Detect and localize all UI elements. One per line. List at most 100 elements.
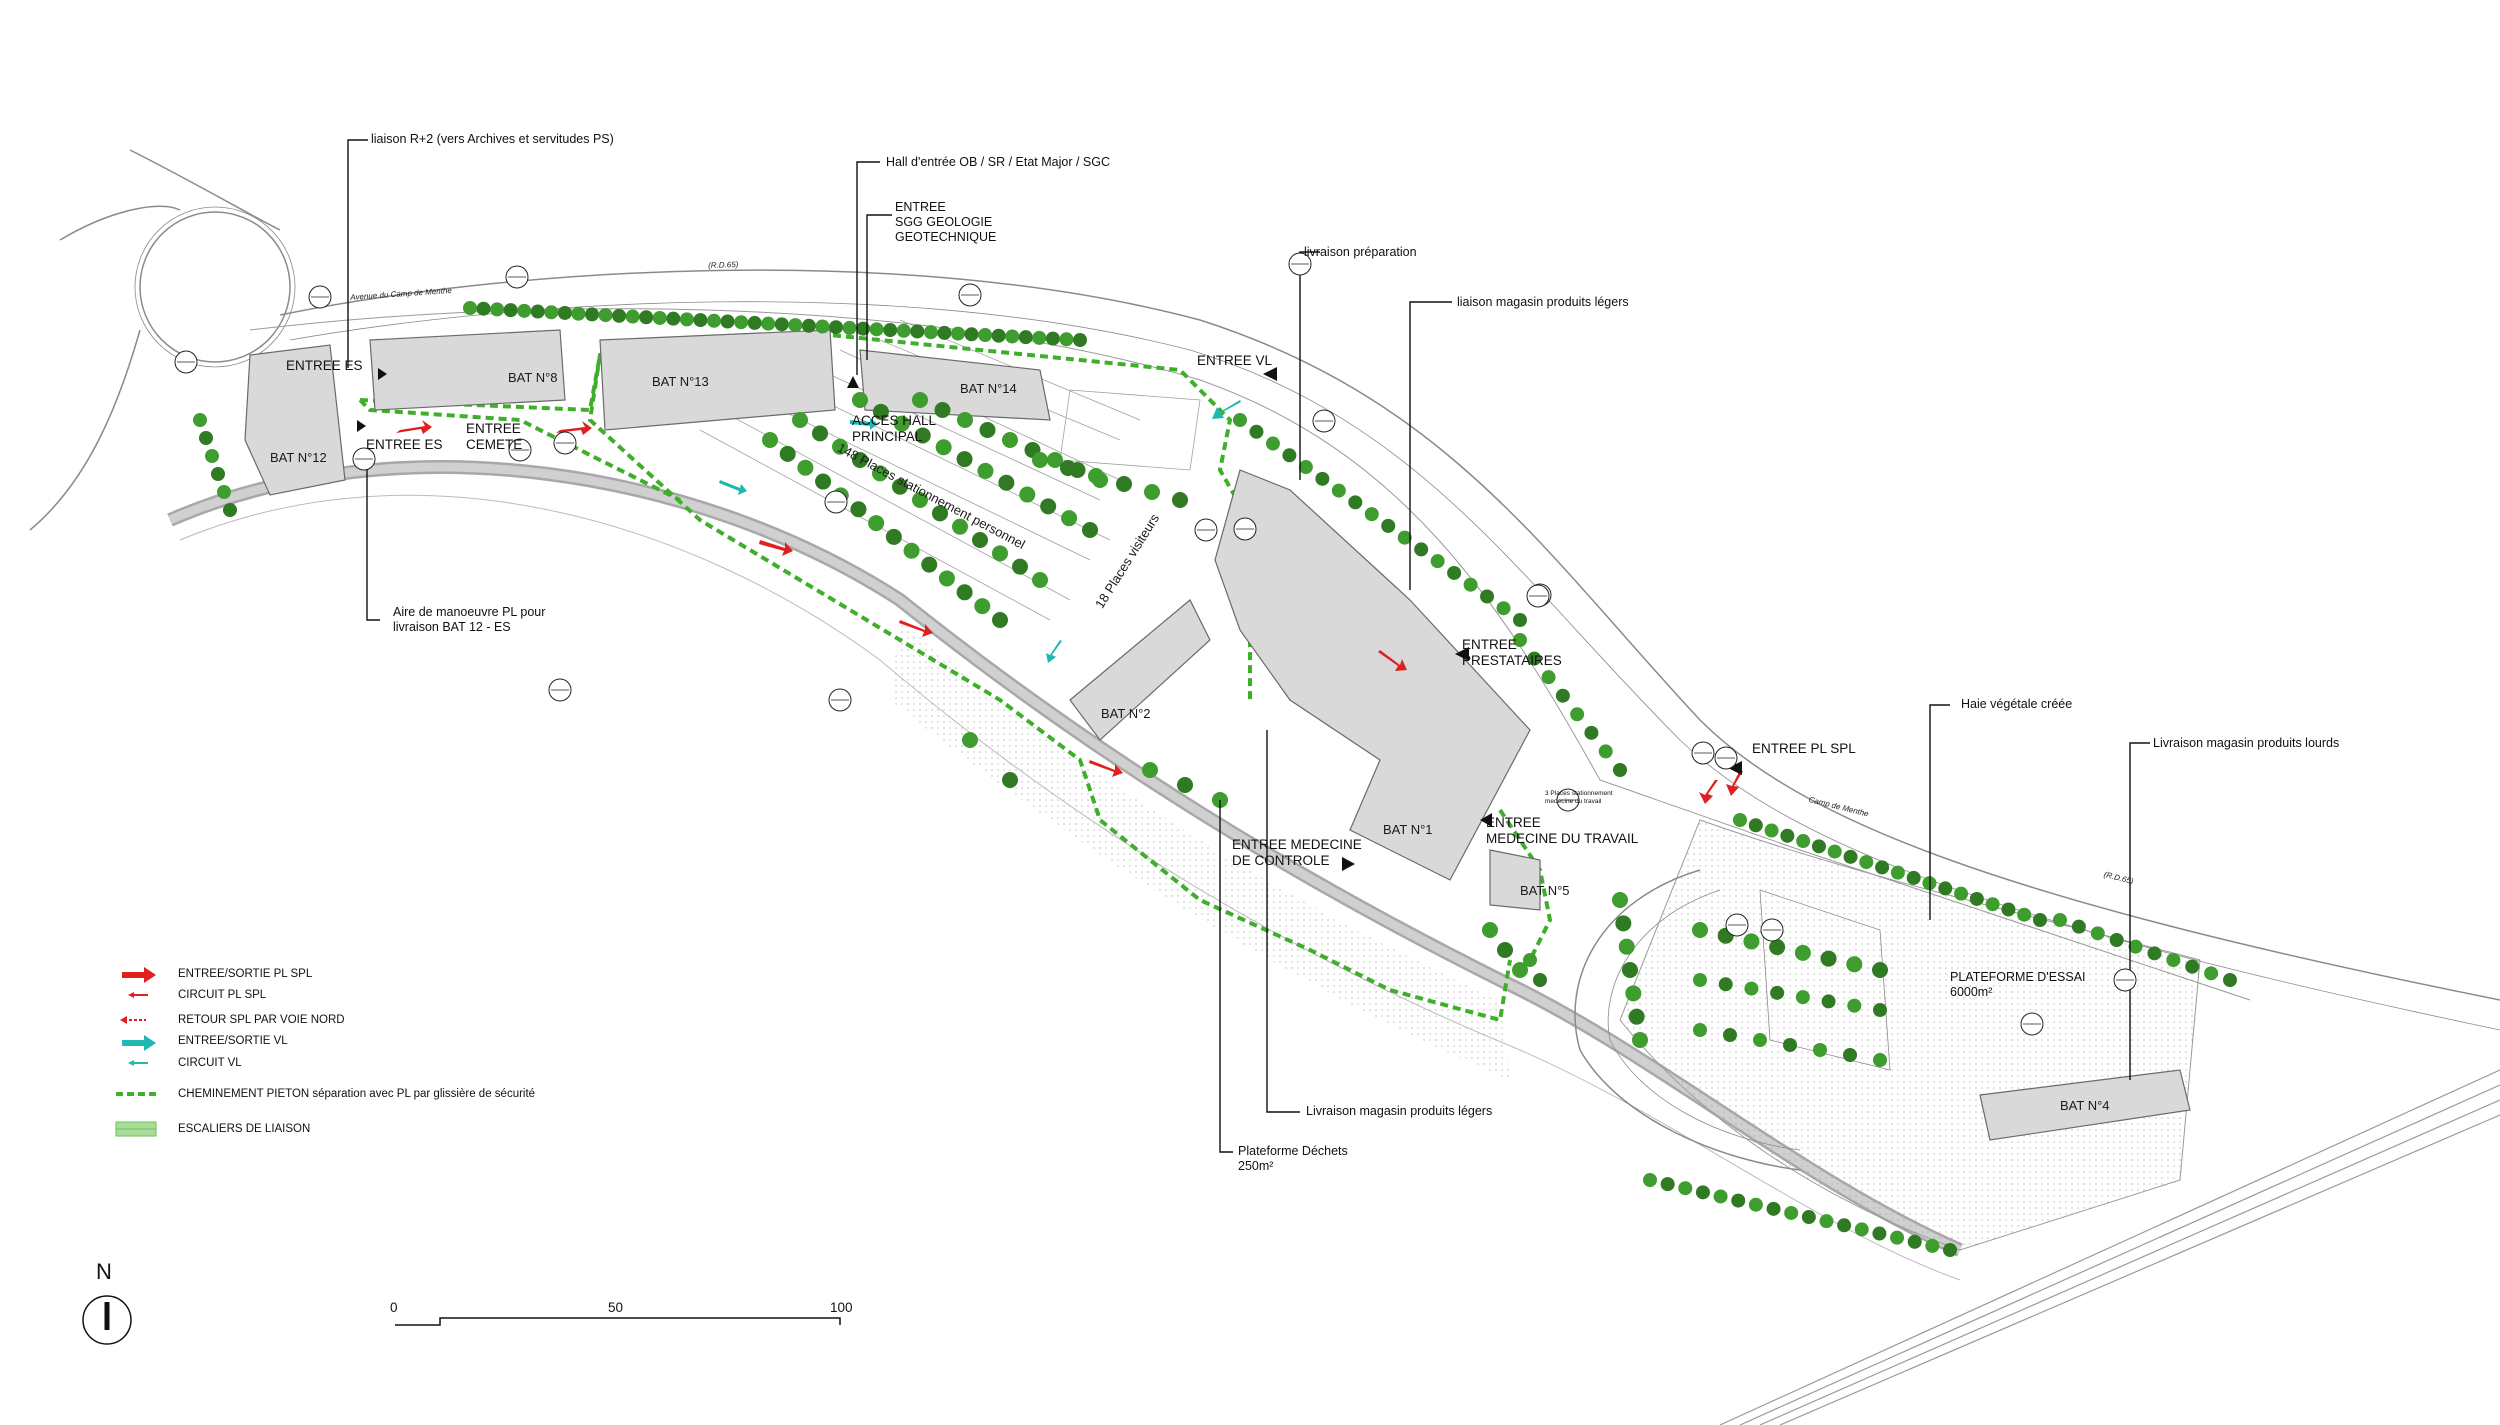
tree [211,467,225,481]
tree [1695,1185,1710,1200]
tree [801,318,816,333]
tree [892,478,908,495]
label-livraison-preparation: livraison préparation [1304,245,1417,259]
label-plateforme-dechets: Plateforme Déchets 250m² [1238,1144,1348,1173]
tree [761,316,776,331]
label-places-medecine: 3 Places stationnement medecine du trava… [1545,790,1613,805]
tree [490,302,505,317]
tree [868,515,885,532]
tree [992,612,1008,628]
tree [571,306,586,321]
label-sgg-1: SGG GEOLOGIE [895,215,993,229]
tree [544,305,559,320]
tree [1002,772,1018,788]
tree [707,313,721,328]
tree [1748,818,1763,833]
tree [1847,998,1862,1013]
tree [1513,613,1527,627]
tree [962,732,978,748]
tree [1795,990,1810,1005]
tree [1497,942,1513,958]
tree [978,328,993,343]
tree [1907,1234,1922,1249]
tree [1060,460,1076,476]
tree [1764,823,1779,838]
tree [921,556,938,573]
label-entree-medecine-travail: ENTREE MEDECINE DU TRAVAIL [1486,815,1639,846]
legend-item-cheminement: CHEMINEMENT PIETON séparation avec PL pa… [178,1088,536,1100]
tree [774,317,789,332]
tree [1061,510,1078,527]
tree [1523,953,1537,967]
tree [666,311,681,326]
tree [1144,484,1160,500]
tree [639,310,654,325]
label-liaison-r2: liaison R+2 (vers Archives et servitudes… [371,132,614,146]
site-boundary [249,308,2251,1251]
tree [1005,329,1020,344]
legend-item-retour-spl: RETOUR SPL PAR VOIE NORD [178,1014,345,1026]
tree [842,320,857,335]
bat4-shape [1979,1069,2191,1141]
tree [1012,558,1028,575]
tree [1045,331,1060,346]
label-haie-vegetale: Haie végétale créée [1961,697,2073,711]
bat1-shape [1214,469,1531,881]
tree [1040,498,1057,515]
tree [1693,973,1707,987]
tree [1527,651,1542,666]
tree [1430,554,1445,569]
tree [652,310,667,325]
road-name-rd65: (R.D.65) [708,259,739,270]
legend-item-entree-sortie-pl: ENTREE/SORTIE PL SPL [178,968,313,980]
tree [2147,946,2162,961]
tree [1985,897,2000,912]
tree [1678,1181,1693,1196]
tree [1843,849,1858,864]
tree [2001,902,2016,917]
tree [815,473,832,490]
tree [1796,834,1811,849]
bat5-label: BAT N°5 [1520,883,1570,898]
tree [912,492,928,508]
tree [1743,933,1760,950]
tree [972,532,988,548]
tree [956,451,973,468]
tree [852,452,868,468]
tree [1615,915,1632,932]
tree [1512,962,1528,978]
tree [1414,542,1429,557]
tree [1584,725,1599,740]
bat13-label: BAT N°13 [652,374,709,389]
tree [1873,1053,1887,1067]
tree [1019,486,1036,503]
tree [1613,763,1627,777]
tree [762,432,778,448]
scale-bar [395,1317,841,1326]
label-hall-entree: Hall d'entrée OB / SR / Etat Major / SGC [886,155,1110,169]
tree [1282,448,1297,463]
tree [517,303,532,318]
tree [1969,891,1984,906]
tree [734,315,749,330]
tree [964,327,979,342]
railway [1719,1069,2500,1425]
label-liaison-magasin-legers: liaison magasin produits légers [1457,295,1629,309]
bat8-label: BAT N°8 [508,370,558,385]
bat1-label: BAT N°1 [1383,822,1433,837]
tree [1172,492,1188,508]
tree [788,318,803,333]
tree [1854,1222,1869,1237]
label-entree-sgg: ENTREE [895,200,946,214]
tree [1555,688,1570,703]
tree [625,309,640,324]
tree [1482,922,1498,938]
tree [1731,1193,1746,1208]
pl-arrows [396,420,1743,804]
tree [693,313,708,328]
north-arrow [82,1295,132,1345]
tree [1692,922,1708,938]
tree [1954,886,1969,901]
tree [1770,985,1785,1000]
